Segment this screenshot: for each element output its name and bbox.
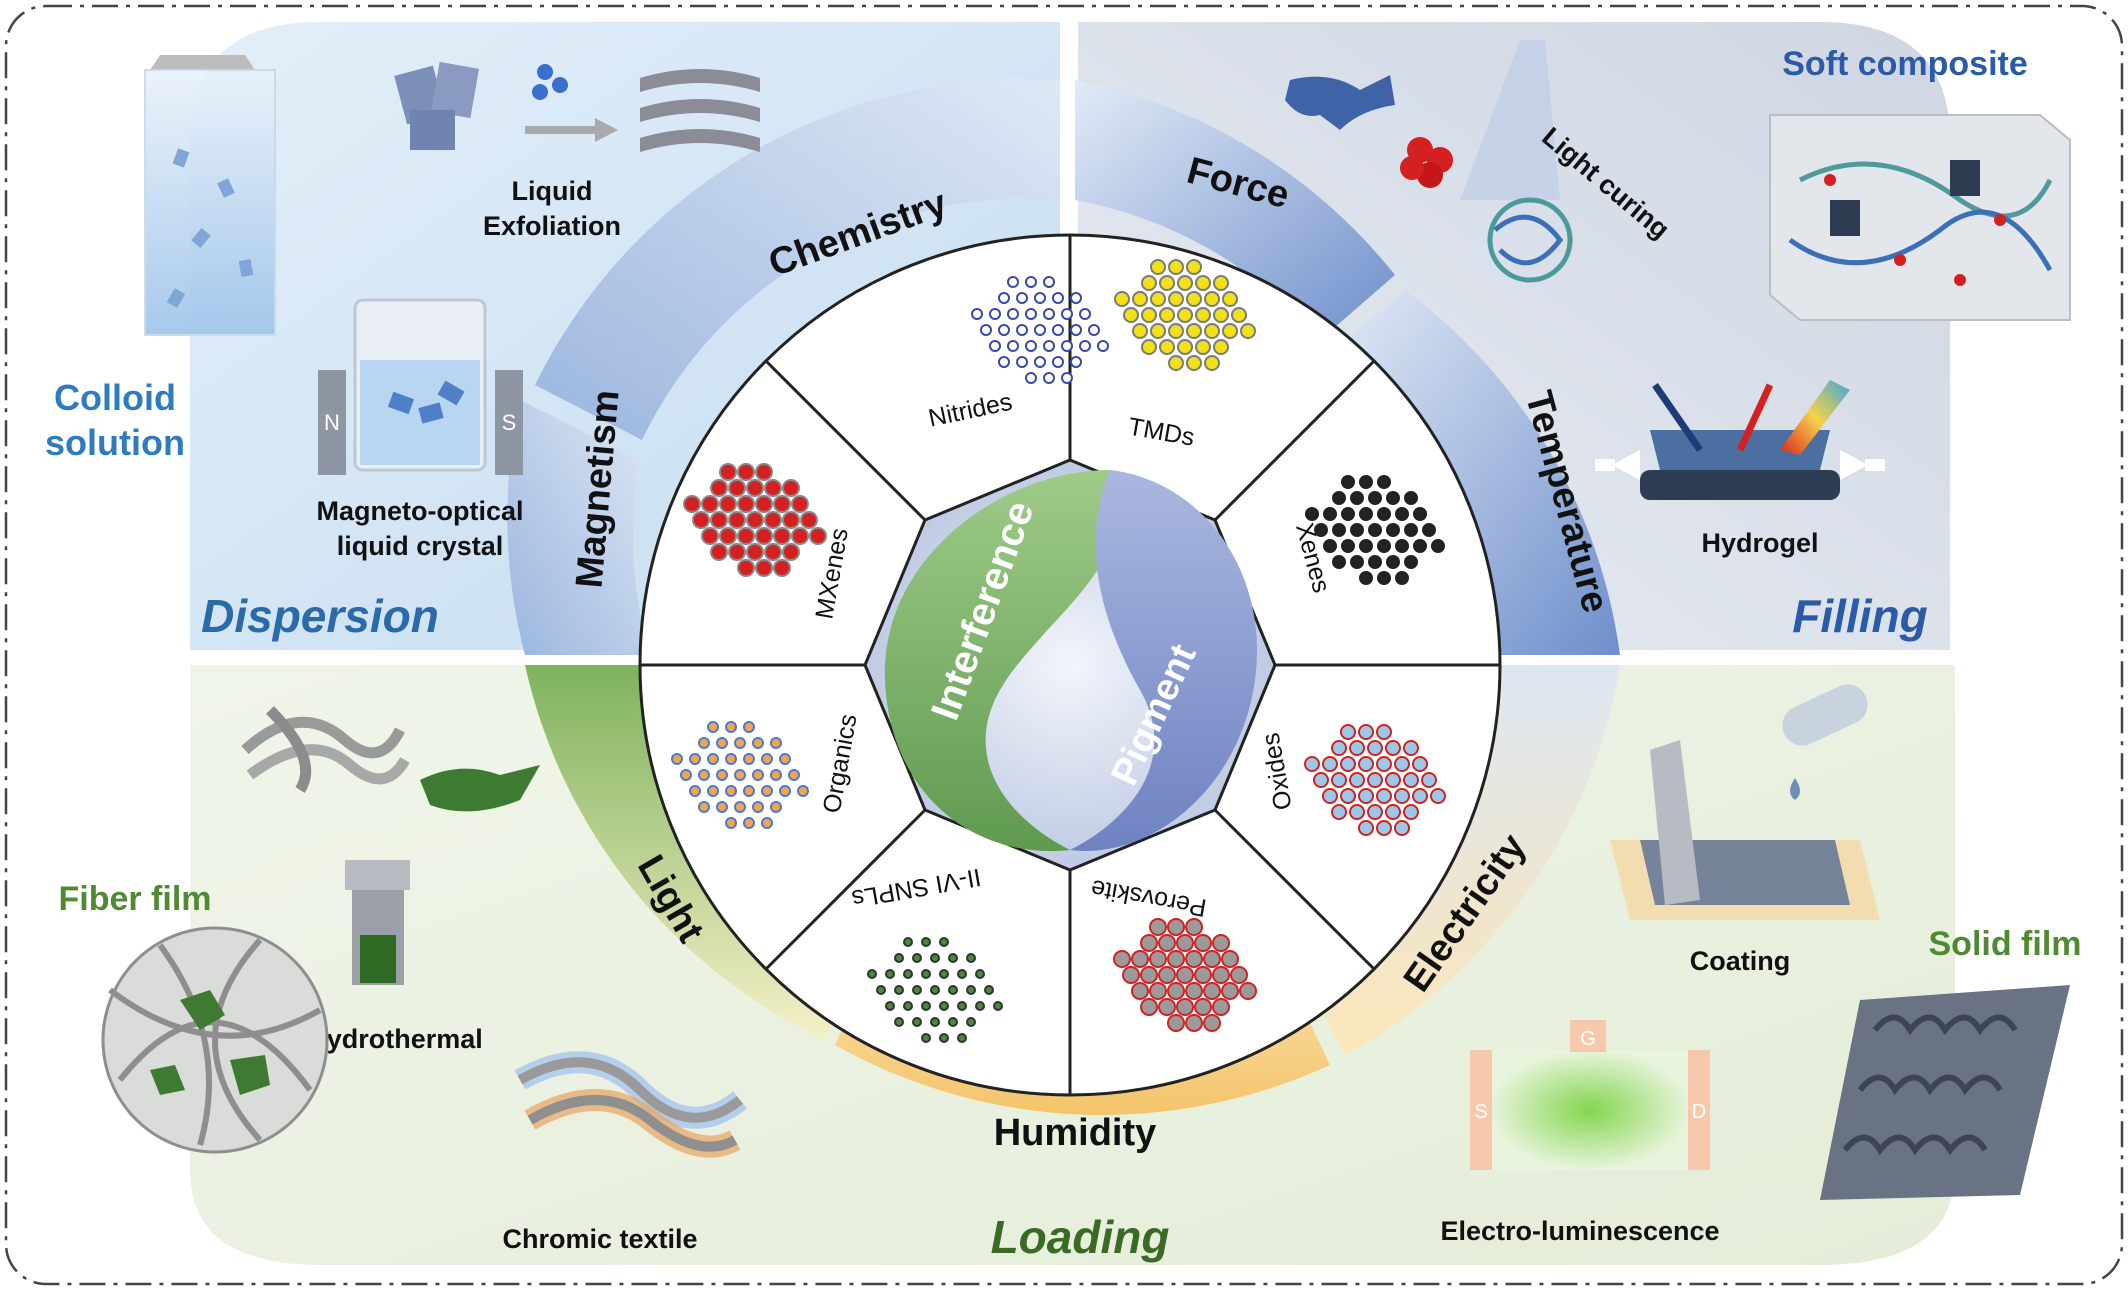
stimulus-label-humidity: Humidity bbox=[994, 1112, 1157, 1154]
source-label: S bbox=[1474, 1101, 1487, 1123]
organics-structure bbox=[671, 721, 809, 829]
ring-segment-force bbox=[1075, 80, 1395, 340]
solid-film-illustration bbox=[1820, 985, 2070, 1200]
autoclave-illustration bbox=[345, 860, 410, 985]
magneto-label-line1: Magneto-optical bbox=[317, 496, 524, 526]
colloid-box-illustration bbox=[144, 55, 276, 336]
fiber-bundle-illustration bbox=[241, 706, 540, 812]
sector-dividers bbox=[640, 235, 1500, 1095]
solid-film-label: Solid film bbox=[1929, 925, 2082, 963]
snpls-structure bbox=[867, 937, 1003, 1043]
gate-label: G bbox=[1580, 1028, 1596, 1050]
soft-composite-illustration bbox=[1769, 114, 2071, 321]
chromic-textile-label: Chromic textile bbox=[502, 1224, 697, 1254]
coating-label: Coating bbox=[1690, 946, 1791, 976]
mxenes-structure bbox=[683, 463, 827, 577]
exfoliation-label-line2: Exfoliation bbox=[483, 211, 621, 241]
beaker-illustration: N S bbox=[318, 298, 523, 475]
magnet-n-label: N bbox=[324, 410, 340, 435]
electroluminescence-illustration: G S D bbox=[1470, 1020, 1710, 1170]
magneto-label-line2: liquid crystal bbox=[337, 531, 504, 561]
perovskite-structure bbox=[1113, 918, 1257, 1032]
xenes-structure bbox=[1305, 475, 1445, 585]
ring-segment-chemistry bbox=[535, 78, 1060, 440]
fiber-film-label: Fiber film bbox=[58, 880, 211, 918]
hydrogel-illustration bbox=[1595, 380, 1885, 500]
magnet-s-label: S bbox=[502, 410, 517, 435]
oxides-structure bbox=[1304, 724, 1446, 836]
ring-segment-magnetism bbox=[507, 400, 650, 655]
colloid-label-line1: Colloid bbox=[54, 377, 176, 418]
dispersion-title: Dispersion bbox=[201, 590, 439, 642]
soft-composite-label: Soft composite bbox=[1782, 45, 2028, 83]
exfoliation-label-line1: Liquid bbox=[512, 176, 593, 206]
outer-frame bbox=[4, 4, 2124, 1286]
interference-lobe bbox=[884, 470, 1119, 852]
material-icons bbox=[671, 259, 1446, 1043]
hydrothermal-label: Hydrothermal bbox=[307, 1024, 483, 1054]
tmds-structure bbox=[1114, 259, 1256, 371]
electroluminescence-label: Electro-luminescence bbox=[1440, 1216, 1719, 1246]
light-curing-illustration bbox=[1285, 40, 1573, 283]
filling-title: Filling bbox=[1792, 590, 1927, 642]
coating-illustration bbox=[1610, 684, 1880, 920]
exfoliation-illustration bbox=[394, 61, 760, 152]
ring-segment-temperature bbox=[1330, 290, 1620, 655]
drain-label: D bbox=[1692, 1101, 1706, 1123]
chromic-textile-illustration bbox=[514, 1051, 747, 1158]
pigment-lobe bbox=[1070, 470, 1258, 851]
colloid-label-line2: solution bbox=[45, 422, 185, 463]
hydrogel-label: Hydrogel bbox=[1701, 528, 1818, 558]
fiber-ball-illustration bbox=[101, 926, 329, 1154]
nitrides-structure bbox=[971, 276, 1109, 384]
loading-title: Loading bbox=[991, 1211, 1170, 1263]
